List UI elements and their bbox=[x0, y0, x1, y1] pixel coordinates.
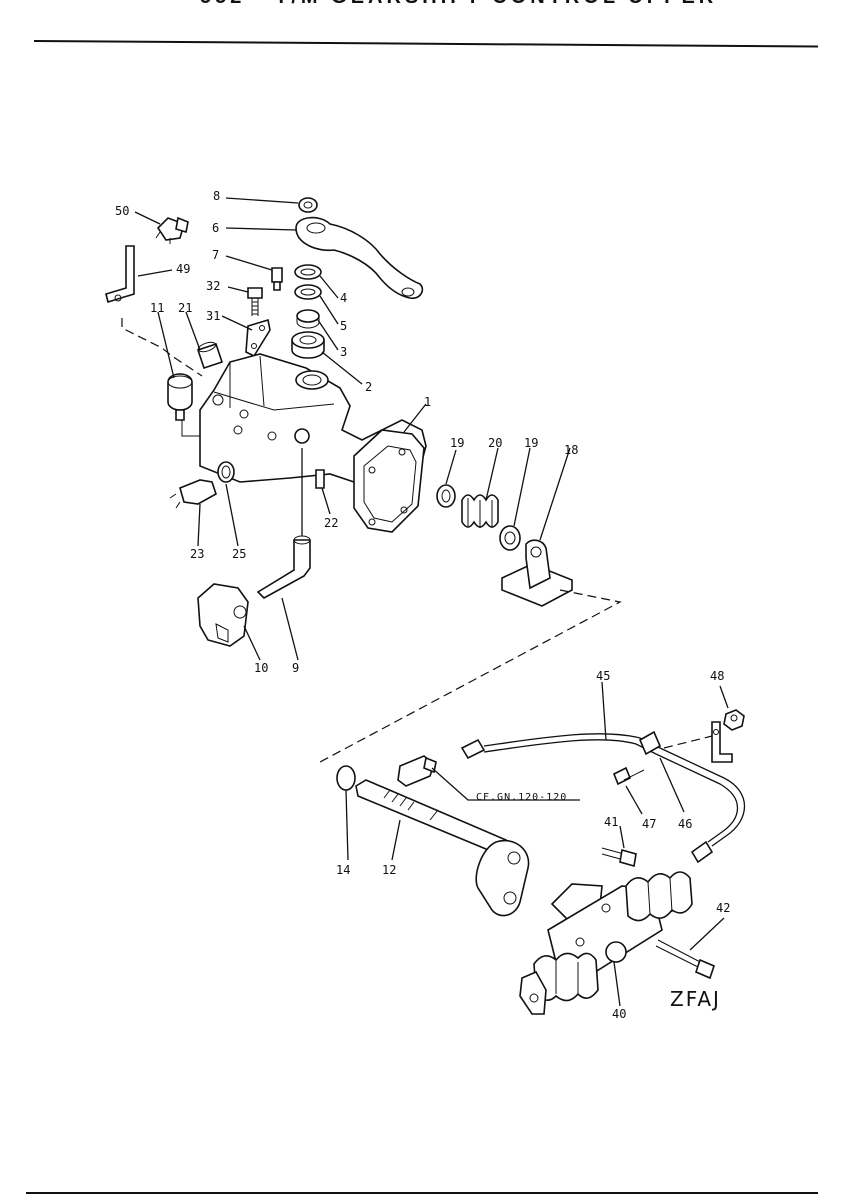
part-40-shift-housing bbox=[519, 871, 693, 1015]
callout-19-left: 19 bbox=[450, 436, 464, 450]
callout-32: 32 bbox=[206, 279, 220, 293]
part-7-pin bbox=[271, 267, 283, 291]
part-1-housing bbox=[199, 353, 427, 533]
part-3-bushing bbox=[296, 309, 320, 329]
part-48-nut bbox=[723, 709, 745, 731]
callout-23: 23 bbox=[190, 547, 204, 561]
callout-14: 14 bbox=[336, 863, 350, 877]
callout-20: 20 bbox=[488, 436, 502, 450]
page-title: 552 - T/M GEARSHIFT CONTROL UPPER bbox=[200, 0, 760, 8]
callout-25: 25 bbox=[232, 547, 246, 561]
callout-7: 7 bbox=[212, 248, 219, 262]
callout-19-right: 19 bbox=[524, 436, 538, 450]
callout-45: 45 bbox=[596, 669, 610, 683]
part-25-oring bbox=[217, 461, 235, 483]
part-9-shift-lever bbox=[256, 535, 311, 599]
callout-40: 40 bbox=[612, 1007, 626, 1021]
part-46-bracket bbox=[711, 721, 733, 763]
part-42-bolt bbox=[655, 939, 715, 980]
part-49-bracket bbox=[105, 245, 135, 304]
callout-31: 31 bbox=[206, 309, 220, 323]
callout-12: 12 bbox=[382, 863, 396, 877]
callout-50: 50 bbox=[115, 204, 129, 218]
callout-8: 8 bbox=[213, 189, 220, 203]
part-21-bushing bbox=[196, 341, 224, 370]
reference-note: CF.GN.120-120 bbox=[476, 792, 567, 803]
part-5-washer bbox=[294, 284, 322, 300]
callout-2: 2 bbox=[365, 380, 372, 394]
callout-11: 11 bbox=[150, 301, 164, 315]
callout-9: 9 bbox=[292, 661, 299, 675]
callout-47: 47 bbox=[642, 817, 656, 831]
part-6-lever-arm bbox=[295, 216, 424, 300]
part-22-pin bbox=[315, 469, 325, 489]
callout-1: 1 bbox=[424, 395, 431, 409]
drawing-code: ZFAJ bbox=[670, 987, 721, 1011]
part-50-sensor bbox=[155, 216, 189, 244]
callout-42: 42 bbox=[716, 901, 730, 915]
callout-18: 18 bbox=[564, 443, 578, 457]
part-11-switch bbox=[167, 373, 193, 421]
footer-rule bbox=[26, 1192, 818, 1194]
callout-48: 48 bbox=[710, 669, 724, 683]
callout-6: 6 bbox=[212, 221, 219, 235]
part-4-washer bbox=[294, 264, 322, 280]
part-47-bolt bbox=[612, 766, 645, 786]
callout-22: 22 bbox=[324, 516, 338, 530]
callout-21: 21 bbox=[178, 301, 192, 315]
part-12-shaft bbox=[355, 779, 530, 917]
callout-41: 41 bbox=[604, 815, 618, 829]
callout-5: 5 bbox=[340, 319, 347, 333]
callout-49: 49 bbox=[176, 262, 190, 276]
part-23-switch bbox=[169, 479, 217, 509]
part-31-plate bbox=[245, 318, 271, 358]
callout-10: 10 bbox=[254, 661, 268, 675]
part-41-bolt bbox=[601, 847, 637, 868]
part-2-seal bbox=[291, 331, 325, 359]
part-19-washer-a bbox=[436, 484, 456, 508]
part-19-washer-b bbox=[499, 525, 521, 551]
part-18-bracket bbox=[501, 539, 573, 607]
part-45-cable bbox=[460, 730, 746, 864]
part-32-bolt bbox=[247, 287, 263, 316]
part-10-block bbox=[197, 583, 249, 647]
callout-4: 4 bbox=[340, 291, 347, 305]
callout-3: 3 bbox=[340, 345, 347, 359]
cable-end-fitting bbox=[397, 755, 437, 787]
part-14-oring bbox=[336, 765, 356, 791]
part-8-nut bbox=[298, 197, 318, 213]
part-20-spring bbox=[461, 494, 499, 528]
callout-46: 46 bbox=[678, 817, 692, 831]
